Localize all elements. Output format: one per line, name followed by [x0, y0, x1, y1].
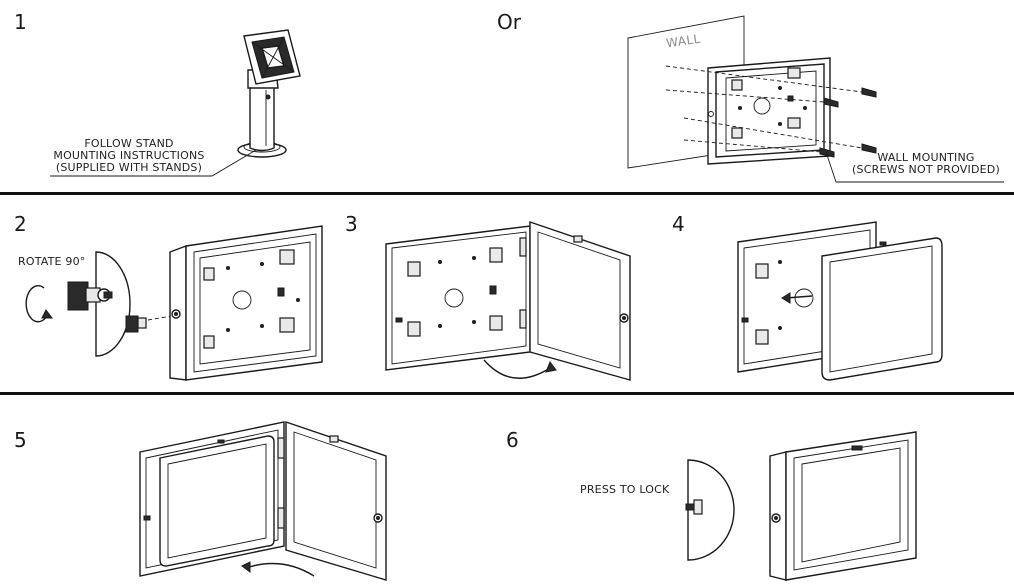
rotate-arrow-icon [25, 285, 49, 323]
wall-mounting-line-1: WALL MOUNTING [877, 151, 975, 164]
section-divider-top [0, 192, 1014, 195]
screw-icon [819, 87, 877, 158]
step-number-6: 6 [506, 428, 519, 452]
step-number-2: 2 [14, 212, 27, 236]
lock-button-icon [685, 499, 703, 515]
key-icon [67, 281, 113, 311]
step-number-3: 3 [345, 212, 358, 236]
step-or-label: Or [497, 10, 521, 34]
step-number-1: 1 [14, 10, 27, 34]
tablet-icon [821, 237, 943, 381]
wall-mounting-label: WALL MOUNTING (SCREWS NOT PROVIDED) [846, 152, 1006, 176]
stand-instructions-line-3: (SUPPLIED WITH STANDS) [55, 161, 203, 174]
stand-instructions-line-2: MOUNTING INSTRUCTIONS [53, 149, 205, 162]
step-number-5: 5 [14, 428, 27, 452]
wall-mounting-line-2: (SCREWS NOT PROVIDED) [852, 163, 1000, 176]
lock-icon [125, 315, 147, 333]
swing-arrow-icon [245, 562, 315, 577]
rotate-label: ROTATE 90° [18, 255, 86, 268]
stand-instructions-line-1: FOLLOW STAND [84, 137, 174, 150]
stand-instructions-label: FOLLOW STAND MOUNTING INSTRUCTIONS (SUPP… [44, 138, 214, 174]
press-to-lock-label: PRESS TO LOCK [580, 483, 670, 496]
section-divider-bottom [0, 392, 1014, 395]
swing-arrow-icon [483, 359, 551, 379]
step-number-4: 4 [672, 212, 685, 236]
